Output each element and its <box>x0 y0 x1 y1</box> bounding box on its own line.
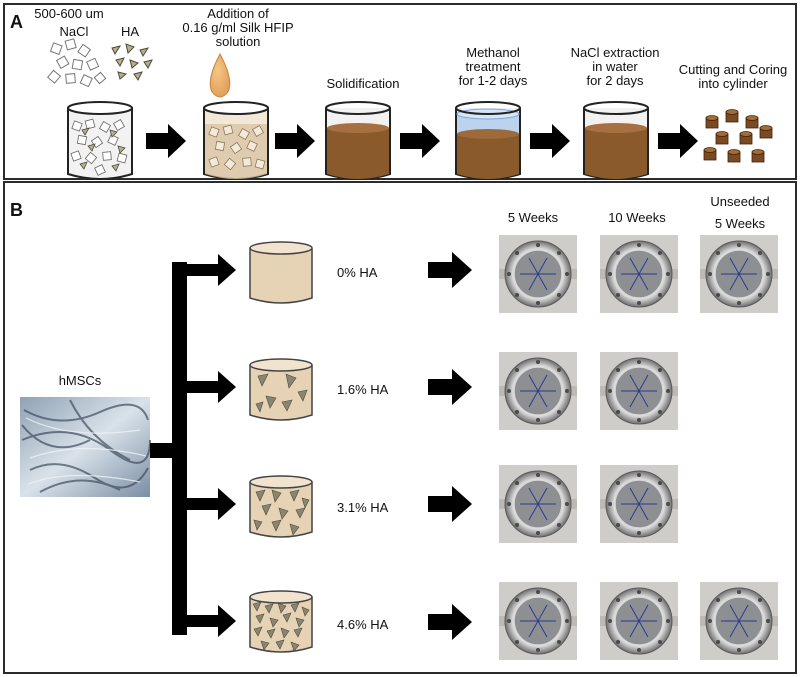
arrow-icon <box>428 486 472 522</box>
distribution-tree <box>150 254 236 637</box>
arrow-icon <box>180 605 236 637</box>
panel-b-arrows <box>428 252 472 640</box>
chamber-0ha-5wk <box>498 234 578 314</box>
hmscs-label: hMSCs <box>58 373 102 388</box>
scaffold-3-1-ha <box>249 475 313 538</box>
chamber-0ha-10wk <box>599 234 679 314</box>
step-methanol-line1: Methanol <box>466 45 520 60</box>
arrow-icon <box>428 369 472 405</box>
arrow-icon <box>275 124 315 158</box>
step-solidification: Solidification <box>326 76 400 91</box>
ha-label: HA <box>120 24 140 39</box>
arrow-icon <box>180 488 236 520</box>
hmscs-micrograph <box>20 397 151 497</box>
arrow-icon <box>428 252 472 288</box>
chamber-3-1ha-10wk <box>599 464 679 544</box>
panel-a-arrows <box>146 124 698 158</box>
chamber-1-6ha-10wk <box>599 351 679 431</box>
arrow-icon <box>180 371 236 403</box>
arrow-icon <box>146 124 186 158</box>
beaker-silk-addition <box>203 52 269 180</box>
scaffold-1-6-ha <box>249 358 313 421</box>
step-extraction-line3: for 2 days <box>586 73 644 88</box>
scaffold-0-ha <box>249 241 313 304</box>
nacl-label: NaCl <box>59 24 89 39</box>
step-cutting-line1: Cutting and Coring <box>678 62 788 77</box>
beaker-salt-ha <box>67 101 133 180</box>
arrow-icon <box>428 604 472 640</box>
nacl-size-label: 500-600 um <box>34 6 104 21</box>
chamber-4-6ha-10wk <box>599 581 679 661</box>
beaker-solidified <box>325 101 391 180</box>
bioreactor-chambers <box>498 234 779 661</box>
step-silk-line3: solution <box>215 34 261 49</box>
chamber-4-6ha-5wk <box>498 581 578 661</box>
step-extraction-line1: NaCl extraction <box>570 45 660 60</box>
arrow-icon <box>400 124 440 158</box>
group-label-4-6-ha: 4.6% HA <box>337 617 389 632</box>
silk-droplet <box>209 52 231 98</box>
arrow-icon <box>530 124 570 158</box>
col-header-5-weeks: 5 Weeks <box>507 210 559 225</box>
step-extraction-line2: in water <box>592 59 638 74</box>
panel-a <box>3 3 797 180</box>
chamber-1-6ha-5wk <box>498 351 578 431</box>
panel-b-label: B <box>10 200 23 220</box>
step-methanol-line2: treatment <box>465 59 521 74</box>
group-label-3-1-ha: 3.1% HA <box>337 500 389 515</box>
scaffold-4-6-ha <box>249 590 313 653</box>
cored-cylinders <box>703 109 773 163</box>
step-cutting-line2: into cylinder <box>698 76 768 91</box>
ha-particles <box>111 43 153 81</box>
group-label-0-ha: 0% HA <box>337 265 378 280</box>
step-methanol-line3: for 1-2 days <box>458 73 528 88</box>
arrow-icon <box>658 124 698 158</box>
panel-b <box>3 181 797 674</box>
col-header-10-weeks: 10 Weeks <box>608 210 666 225</box>
chamber-3-1ha-5wk <box>498 464 578 544</box>
arrow-icon <box>180 254 236 286</box>
col-header-unseeded: Unseeded <box>710 194 770 209</box>
chamber-0ha-unseeded <box>699 234 779 314</box>
chamber-4-6ha-unseeded <box>699 581 779 661</box>
step-silk-line2: 0.16 g/ml Silk HFIP <box>182 20 294 35</box>
beaker-methanol <box>455 101 521 180</box>
step-silk-line1: Addition of <box>207 6 269 21</box>
panel-a-label: A <box>10 12 23 32</box>
col-header-unseeded-5-weeks: 5 Weeks <box>714 216 766 231</box>
beaker-extraction <box>583 101 649 180</box>
nacl-crystals <box>47 38 107 88</box>
group-label-1-6-ha: 1.6% HA <box>337 382 389 397</box>
